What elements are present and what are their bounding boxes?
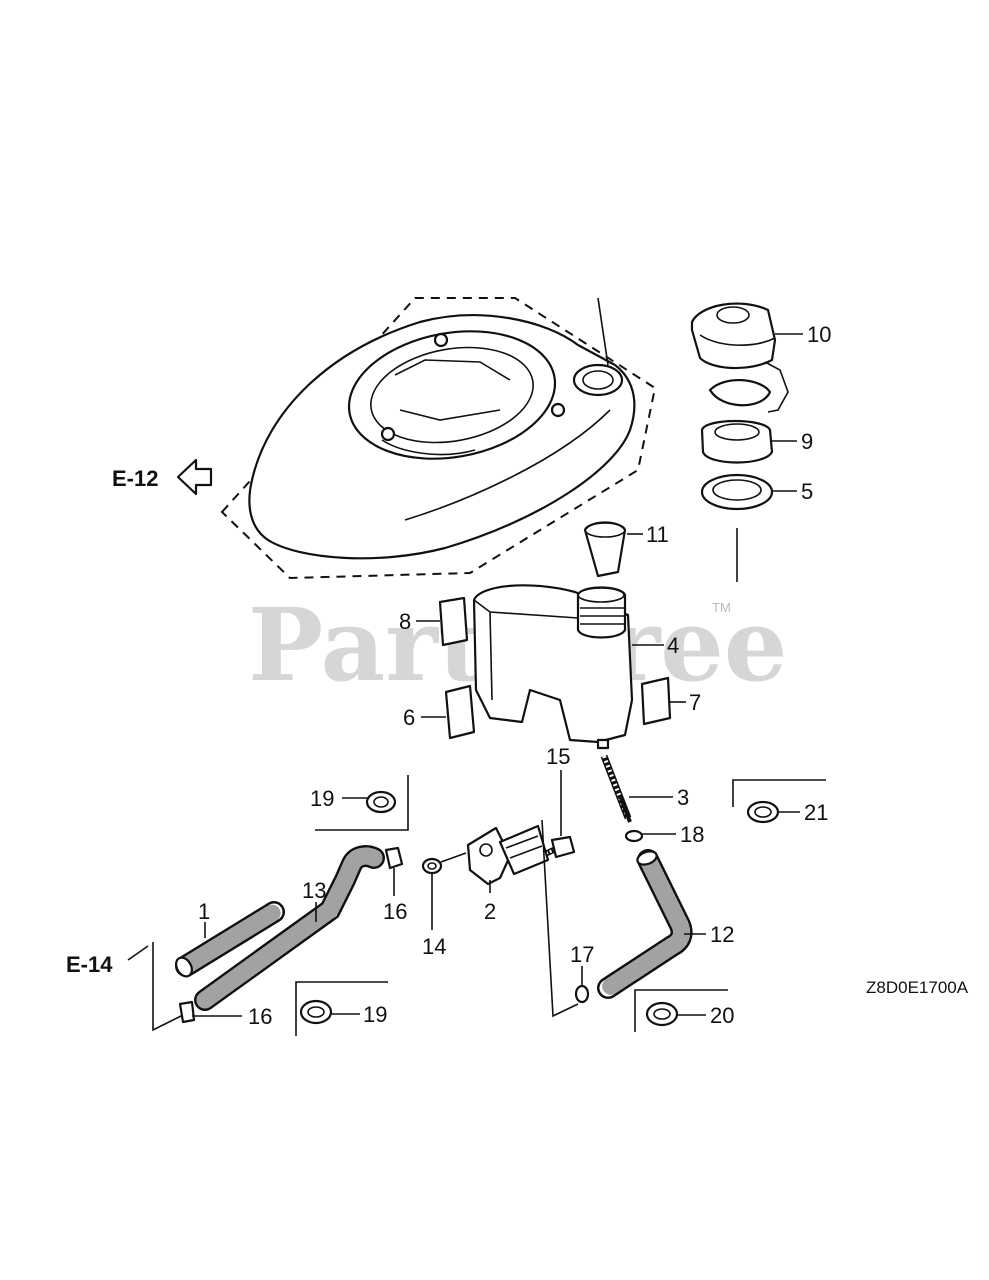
callout-1: 1: [198, 899, 210, 924]
callout-18: 18: [680, 822, 704, 847]
callout-16-bottom: 16: [248, 1004, 272, 1029]
callout-12: 12: [710, 922, 734, 947]
callout-7: 7: [689, 690, 701, 715]
diagram-code: Z8D0E1700A: [866, 978, 969, 997]
callout-5: 5: [801, 479, 813, 504]
fuel-hose-13-illustration: [194, 845, 385, 1011]
fuel-tank-illustration: [472, 584, 634, 750]
callout-16-top: 16: [383, 899, 407, 924]
fuel-filter-rod-illustration: [600, 754, 632, 823]
callout-6: 6: [403, 705, 415, 730]
clip-16-top-illustration: [384, 846, 404, 870]
callout-13: 13: [302, 878, 326, 903]
clip-16-bottom-illustration: [178, 1000, 196, 1024]
callout-21: 21: [804, 800, 828, 825]
bracket-17: [541, 819, 579, 1018]
leader-14-to-valve: [440, 852, 467, 863]
callout-19-top: 19: [310, 786, 334, 811]
callout-19-bottom: 19: [363, 1002, 387, 1027]
watermark-trademark: TM: [712, 600, 731, 615]
callout-15: 15: [546, 744, 570, 769]
callout-11: 11: [646, 522, 669, 547]
hose-clamp-19-top-illustration: [365, 790, 397, 814]
fuel-hose-12-illustration: [597, 849, 693, 999]
callout-9: 9: [801, 429, 813, 454]
hose-clamp-19-bottom-illustration: [299, 999, 333, 1025]
hose-clamp-21-illustration: [746, 800, 780, 824]
frame-19-top: [315, 775, 409, 831]
callout-20: 20: [710, 1003, 734, 1028]
reference-e12: E-12: [112, 466, 158, 491]
strainer-illustration: [583, 521, 627, 578]
fuel-valve-illustration: [466, 824, 550, 886]
fan-cover-illustration: [220, 297, 657, 580]
clip-17-illustration: [574, 984, 590, 1004]
callout-3: 3: [677, 785, 689, 810]
frame-19-bottom: [295, 981, 388, 1036]
arrow-e14-icon: [127, 945, 149, 961]
seal-ring-illustration: [700, 473, 774, 511]
frame-20: [634, 989, 728, 1032]
fuel-cap-illustration: [690, 302, 789, 413]
cushion-7-illustration: [640, 676, 672, 726]
callout-14: 14: [422, 934, 446, 959]
band-6-illustration: [444, 684, 476, 740]
callout-2: 2: [484, 899, 496, 924]
callout-10: 10: [807, 322, 831, 347]
leader-filler-neck: [597, 297, 609, 366]
clip-8-illustration: [438, 596, 469, 647]
grommet-14-illustration: [421, 857, 443, 875]
callout-8: 8: [399, 609, 411, 634]
clip-18-illustration: [624, 829, 644, 843]
callout-4: 4: [667, 633, 679, 658]
frame-21: [732, 779, 826, 807]
reference-e14: E-14: [66, 952, 113, 977]
tube-1-illustration: [175, 901, 285, 978]
cap-nut-illustration: [700, 419, 774, 464]
callout-17: 17: [570, 942, 594, 967]
frame-e14: [152, 942, 182, 1032]
arrow-left-icon: [176, 458, 213, 496]
hose-clamp-20-illustration: [645, 1001, 679, 1027]
